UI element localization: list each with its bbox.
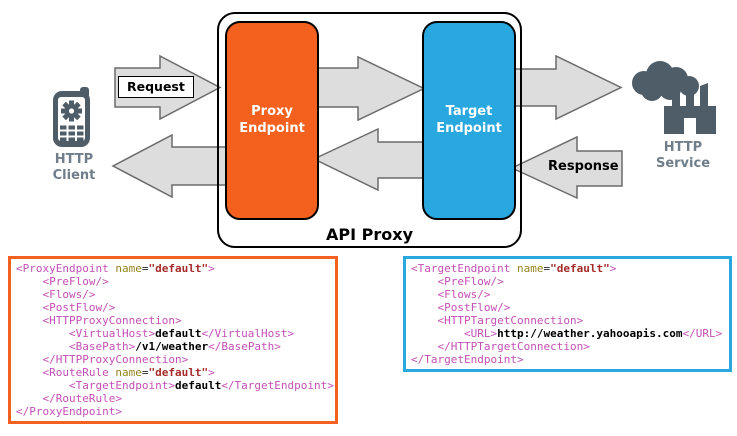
target-to-service-arrow-icon (510, 54, 623, 121)
proxy-endpoint-xml-block: <ProxyEndpoint name="default"> <PreFlow/… (8, 256, 338, 424)
http-service-icon (628, 58, 720, 138)
target-endpoint-box: Target Endpoint (422, 21, 516, 220)
api-proxy-label: API Proxy (326, 225, 413, 244)
response-label: Response (548, 159, 619, 174)
http-client-label: HTTP Client (52, 152, 96, 183)
target-endpoint-label: Target Endpoint (436, 104, 502, 136)
request-label: Request (118, 76, 194, 98)
http-service-label: HTTP Service (655, 140, 711, 171)
proxy-endpoint-xml-code: <ProxyEndpoint name="default"> <PreFlow/… (16, 262, 334, 418)
target-endpoint-xml-code: <TargetEndpoint name="default"> <PreFlow… (411, 262, 723, 366)
http-client-icon (44, 87, 104, 149)
proxy-endpoint-box: Proxy Endpoint (225, 21, 319, 220)
proxy-endpoint-label: Proxy Endpoint (239, 104, 305, 136)
api-proxy-container: API Proxy (217, 12, 522, 248)
target-endpoint-xml-block: <TargetEndpoint name="default"> <PreFlow… (403, 256, 732, 372)
